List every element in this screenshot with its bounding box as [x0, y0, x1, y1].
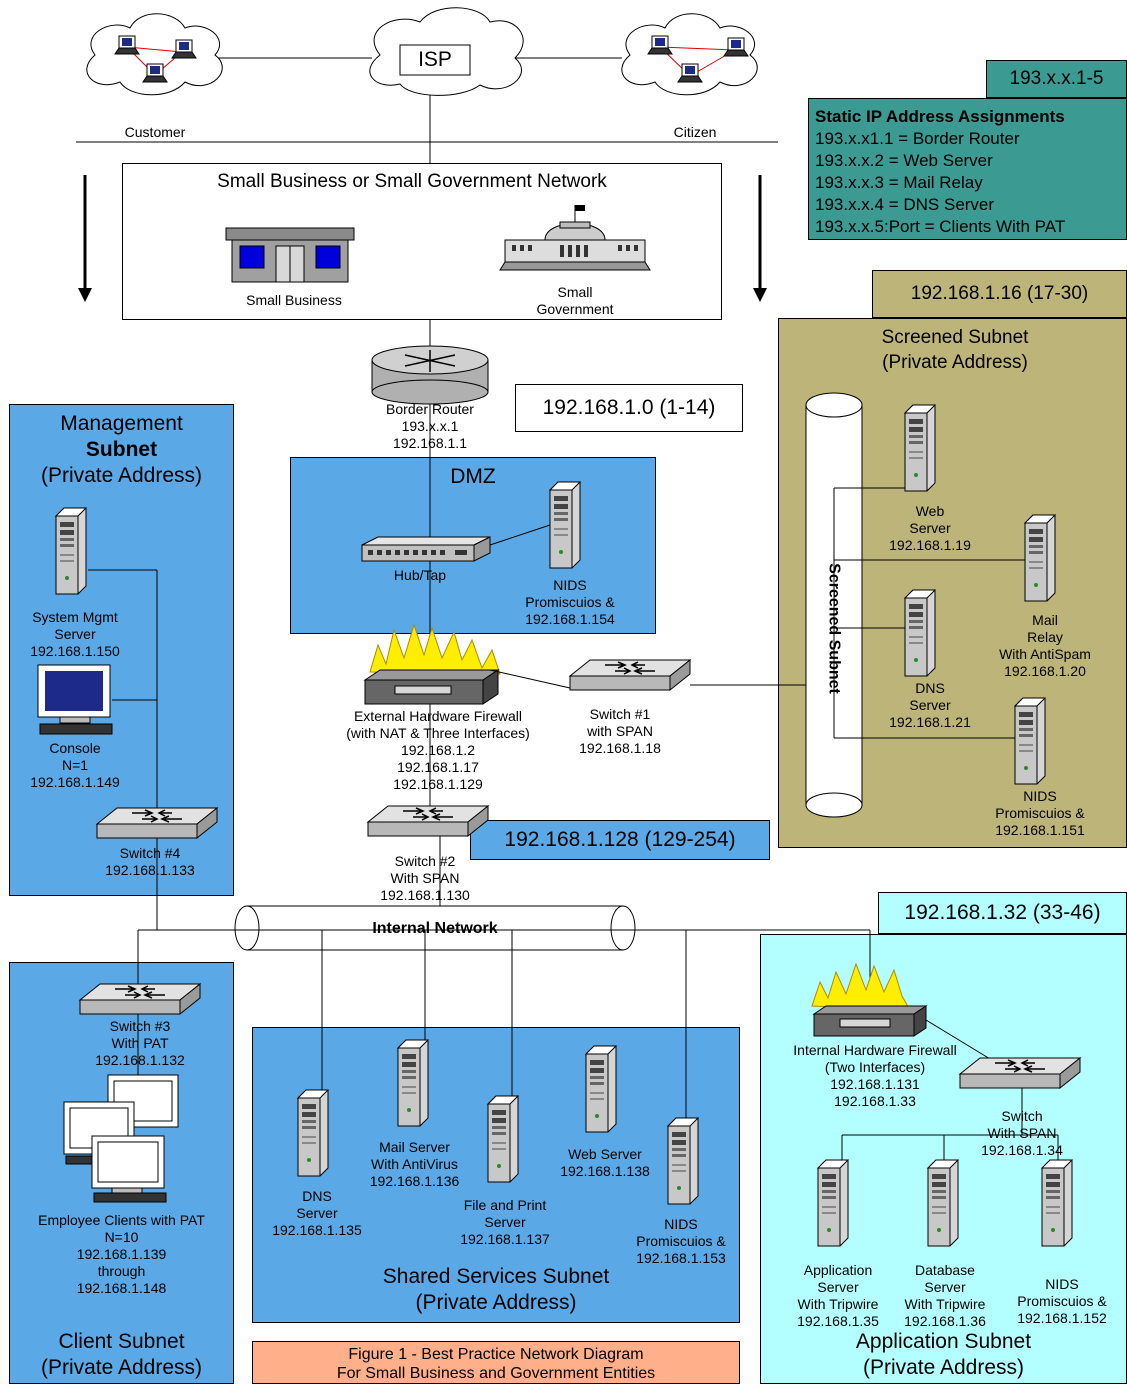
app-nids-label: NIDS Promiscuios & 192.168.1.152 — [1017, 1276, 1107, 1326]
static-ip-line: 193.x.x.3 = Mail Relay — [815, 173, 983, 192]
static-ip-list: Static IP Address Assignments 193.x.x1.1… — [815, 106, 1065, 238]
caption-label: Figure 1 - Best Practice Network Diagram… — [336, 1346, 656, 1382]
management-title-1: Management — [60, 412, 183, 435]
citizen-label: Citizen — [673, 124, 717, 140]
internal-firewall-label: Internal Hardware Firewall (Two Interfac… — [793, 1042, 957, 1109]
internal-range-box — [470, 820, 770, 860]
screened-web-label: Web Server 192.168.1.19 — [889, 503, 971, 553]
dmz-nids-label: NIDS Promiscuios & 192.168.1.154 — [525, 577, 615, 627]
shared-mail-label: Mail Server With AntiVirus 192.168.1.136 — [369, 1139, 460, 1189]
external-firewall-label: External Hardware Firewall (with NAT & T… — [346, 708, 530, 792]
screened-title-1: Screened Subnet — [881, 327, 1029, 348]
switch1-label: Switch #1 with SPAN 192.168.1.18 — [579, 706, 661, 756]
internal-range-label: 192.168.1.128 (129-254) — [504, 828, 736, 851]
static-ip-line: 193.x.x.5:Port = Clients With PAT — [815, 217, 1066, 236]
static-ip-header: 193.x.x.1-5 — [1009, 68, 1104, 89]
switch4-label: Switch #4 192.168.1.133 — [105, 845, 195, 878]
isp-label: ISP — [418, 48, 452, 71]
screened-mail-label: Mail Relay With AntiSpam 192.168.1.20 — [999, 612, 1091, 679]
console-label: Console N=1 192.168.1.149 — [30, 740, 120, 790]
caption-box — [252, 1341, 740, 1384]
shared-file-label: File and Print Server 192.168.1.137 — [460, 1197, 550, 1247]
small-network-title: Small Business or Small Government Netwo… — [217, 171, 607, 192]
static-ip-header-box — [986, 60, 1127, 98]
static-ip-title: Static IP Address Assignments — [815, 107, 1065, 126]
customer-label: Customer — [124, 124, 186, 140]
screened-range-label: 192.168.1.16 (17-30) — [910, 283, 1089, 304]
shared-dns-label: DNS Server 192.168.1.135 — [272, 1188, 362, 1238]
db-server-label: Database Server With Tripwire 192.168.1.… — [904, 1262, 986, 1329]
shared-title-1: Shared Services Subnet — [382, 1265, 610, 1288]
dmz-title: DMZ — [450, 465, 496, 488]
hub-label: Hub/Tap — [393, 567, 447, 583]
client-title-2: (Private Address) — [40, 1356, 203, 1379]
static-ip-line: 193.x.x1.1 = Border Router — [815, 129, 1020, 148]
small-business-label: Small Business — [246, 292, 342, 308]
application-range-box — [878, 892, 1127, 934]
management-title-2: Subnet — [85, 438, 158, 461]
static-ip-box — [808, 98, 1127, 240]
border-router-label: Border Router 193.x.x.1 192.168.1.1 — [386, 401, 474, 451]
application-title-2: (Private Address) — [862, 1356, 1025, 1379]
small-government-label-1: Small — [557, 284, 593, 300]
dmz-range-label: 192.168.1.0 (1-14) — [542, 396, 716, 419]
application-range-label: 192.168.1.32 (33-46) — [904, 901, 1101, 924]
app-switch-label: Switch With SPAN 192.168.1.34 — [981, 1108, 1063, 1158]
system-mgmt-label: System Mgmt Server 192.168.1.150 — [30, 609, 120, 659]
switch3-label: Switch #3 With PAT 192.168.1.132 — [95, 1018, 185, 1068]
shared-web-label: Web Server 192.168.1.138 — [560, 1146, 650, 1179]
management-title-3: (Private Address) — [40, 464, 203, 487]
screened-range-box — [872, 270, 1127, 318]
dmz-range-box — [515, 384, 743, 432]
application-title-1: Application Subnet — [855, 1330, 1032, 1353]
shared-nids-label: NIDS Promiscuios & 192.168.1.153 — [636, 1216, 726, 1266]
screened-title-2: (Private Address) — [882, 352, 1028, 373]
screened-dns-label: DNS Server 192.168.1.21 — [889, 680, 971, 730]
internal-network-label: Internal Network — [372, 920, 498, 937]
app-server-label: Application Server With Tripwire 192.168… — [797, 1262, 879, 1329]
client-title-1: Client Subnet — [58, 1330, 185, 1353]
small-government-label-2: Government — [536, 301, 614, 317]
static-ip-line: 193.x.x.4 = DNS Server — [815, 195, 995, 214]
shared-title-2: (Private Address) — [415, 1291, 577, 1314]
screened-nids-label: NIDS Promiscuios & 192.168.1.151 — [995, 788, 1085, 838]
employee-clients-label: Employee Clients with PAT N=10 192.168.1… — [38, 1212, 205, 1296]
static-ip-line: 193.x.x.2 = Web Server — [815, 151, 993, 170]
screened-pipe-label: Screened Subnet — [825, 563, 843, 694]
switch2-label: Switch #2 With SPAN 192.168.1.130 — [380, 853, 470, 903]
